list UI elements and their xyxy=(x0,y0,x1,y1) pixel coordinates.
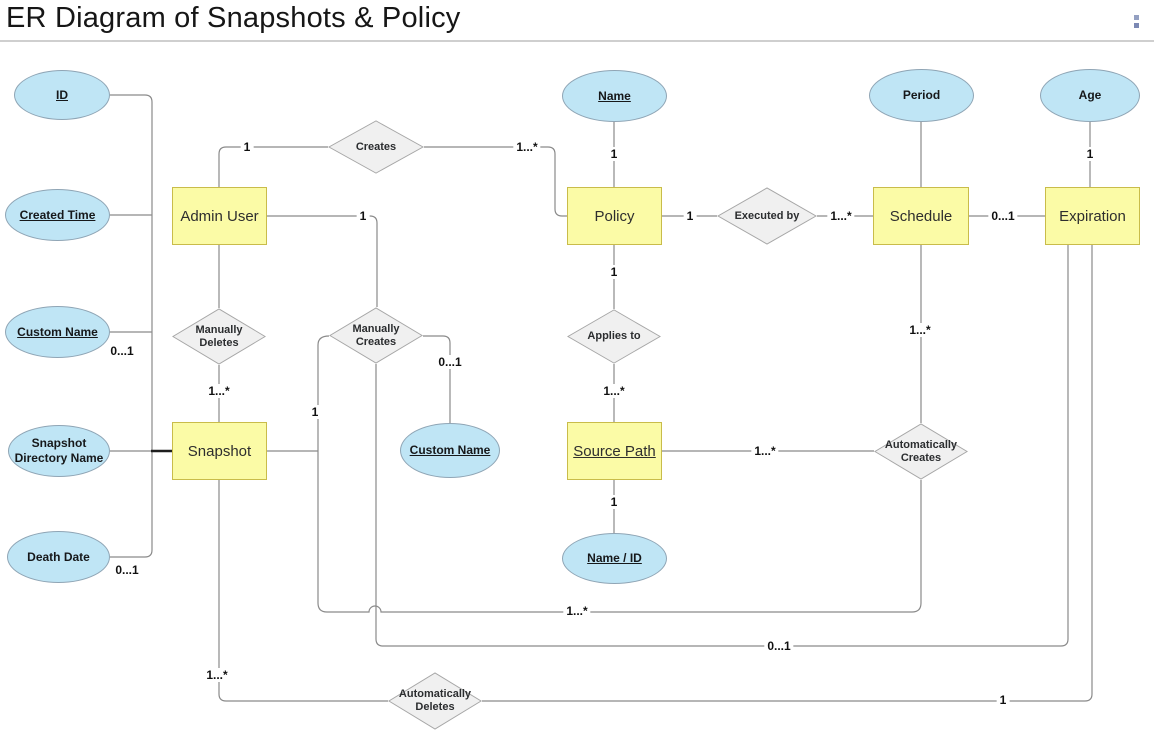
attribute-label: ID xyxy=(56,87,68,102)
entity-expiration[interactable]: Expiration xyxy=(1045,187,1140,245)
cardinality-label[interactable]: 0...1 xyxy=(764,639,794,653)
diamond-shape xyxy=(717,187,817,245)
cardinality-label[interactable]: 0...1 xyxy=(112,563,142,577)
relationship-label: Automatically Creates xyxy=(884,438,958,464)
relationship-executed-by[interactable]: Executed by xyxy=(717,187,817,245)
cardinality-label[interactable]: 1 xyxy=(607,265,621,279)
diamond-shape xyxy=(388,672,482,730)
cardinality-label[interactable]: 1 xyxy=(607,495,621,509)
diamond-shape xyxy=(172,308,266,365)
relationship-label: Manually Deletes xyxy=(195,323,243,349)
relationship-automatically-deletes[interactable]: Automatically Deletes xyxy=(388,672,482,730)
attribute-custom-name-admin[interactable]: Custom Name xyxy=(5,306,110,358)
cardinality-label[interactable]: 1...* xyxy=(563,604,591,618)
attribute-label: Created Time xyxy=(19,207,96,222)
scroll-dots-icon xyxy=(1134,15,1140,31)
attribute-snapshot-directory-name[interactable]: Snapshot Directory Name xyxy=(8,425,110,477)
cardinality-label[interactable]: 1...* xyxy=(205,384,233,398)
attribute-label: Snapshot Directory Name xyxy=(14,436,104,465)
attribute-death-date[interactable]: Death Date xyxy=(7,531,110,583)
cardinality-label[interactable]: 1...* xyxy=(513,140,541,154)
diamond-shape xyxy=(328,120,424,174)
relationship-label: Manually Creates xyxy=(352,322,400,348)
cardinality-label[interactable]: 1...* xyxy=(203,668,231,682)
page-title: ER Diagram of Snapshots & Policy xyxy=(6,2,461,34)
cardinality-label[interactable]: 1 xyxy=(356,209,370,223)
attribute-period[interactable]: Period xyxy=(869,69,974,122)
attribute-label: Death Date xyxy=(27,549,90,564)
cardinality-label[interactable]: 1 xyxy=(240,140,254,154)
diamond-shape xyxy=(329,307,423,364)
relationship-label: Creates xyxy=(355,140,397,153)
attribute-label: Name / ID xyxy=(587,551,642,565)
title-divider xyxy=(0,40,1154,42)
entity-label: Schedule xyxy=(889,207,953,225)
cardinality-label[interactable]: 1 xyxy=(308,405,322,419)
attribute-id[interactable]: ID xyxy=(14,70,110,120)
attribute-label: Period xyxy=(902,88,941,102)
diamond-shape xyxy=(567,309,661,364)
attribute-label: Custom Name xyxy=(17,324,98,339)
entity-label: Policy xyxy=(594,207,635,225)
relationship-label: Executed by xyxy=(734,209,800,222)
cardinality-label[interactable]: 0...1 xyxy=(435,355,465,369)
cardinality-label[interactable]: 1...* xyxy=(827,209,855,223)
cardinality-label[interactable]: 1 xyxy=(996,693,1010,707)
attribute-label: Name xyxy=(598,88,631,103)
entity-schedule[interactable]: Schedule xyxy=(873,187,969,245)
cardinality-label[interactable]: 1...* xyxy=(751,444,779,458)
attribute-created-time[interactable]: Created Time xyxy=(5,189,110,241)
cardinality-label[interactable]: 1...* xyxy=(906,323,934,337)
relationship-creates[interactable]: Creates xyxy=(328,120,424,174)
relationship-applies-to[interactable]: Applies to xyxy=(567,309,661,364)
title-bar: ER Diagram of Snapshots & Policy xyxy=(0,0,1154,40)
cardinality-label[interactable]: 1 xyxy=(683,209,697,223)
attribute-label: Custom Name xyxy=(409,443,491,457)
relationship-label: Automatically Deletes xyxy=(398,688,472,713)
cardinality-label[interactable]: 1 xyxy=(1083,147,1097,161)
relationship-label: Applies to xyxy=(587,330,641,343)
attribute-name[interactable]: Name xyxy=(562,70,667,122)
cardinality-label[interactable]: 0...1 xyxy=(988,209,1018,223)
attribute-name-id[interactable]: Name / ID xyxy=(562,533,667,584)
attribute-age[interactable]: Age xyxy=(1040,69,1140,122)
entity-policy[interactable]: Policy xyxy=(567,187,662,245)
entity-admin-user[interactable]: Admin User xyxy=(172,187,267,245)
entity-label: Admin User xyxy=(180,207,259,225)
relationship-manually-deletes[interactable]: Manually Deletes xyxy=(172,308,266,365)
relationship-automatically-creates[interactable]: Automatically Creates xyxy=(874,423,968,480)
attribute-custom-name[interactable]: Custom Name xyxy=(400,423,500,478)
entity-label: Source Path xyxy=(573,442,656,460)
entity-source-path[interactable]: Source Path xyxy=(567,422,662,480)
cardinality-label[interactable]: 0...1 xyxy=(107,344,137,358)
cardinality-label[interactable]: 1...* xyxy=(600,384,628,398)
entity-label: Snapshot xyxy=(187,442,252,460)
diamond-shape xyxy=(874,423,968,480)
entity-snapshot[interactable]: Snapshot xyxy=(172,422,267,480)
relationship-manually-creates[interactable]: Manually Creates xyxy=(329,307,423,364)
attribute-label: Age xyxy=(1078,88,1102,102)
entity-label: Expiration xyxy=(1059,207,1126,225)
cardinality-label[interactable]: 1 xyxy=(607,147,621,161)
